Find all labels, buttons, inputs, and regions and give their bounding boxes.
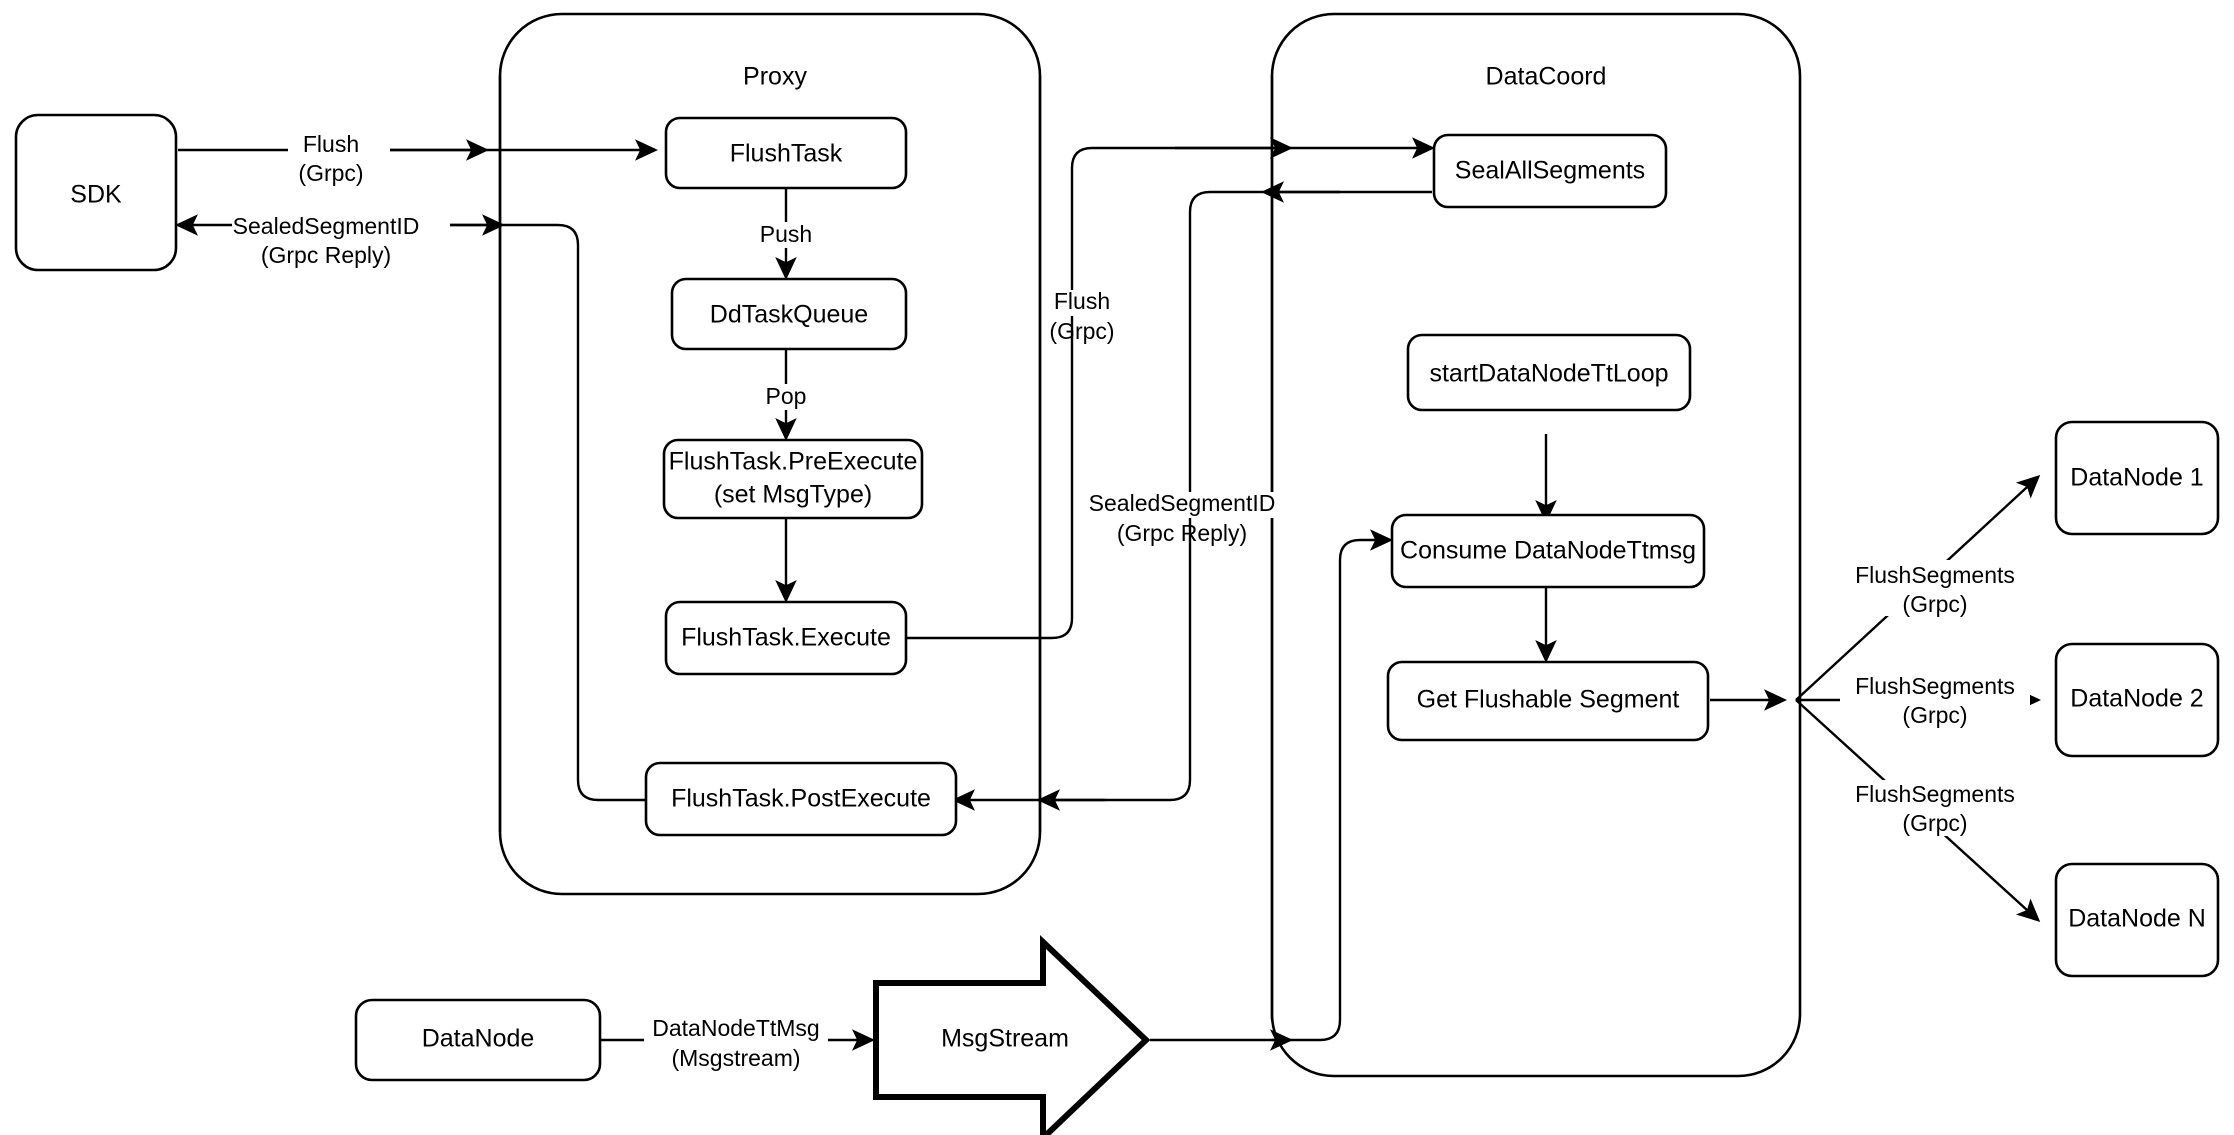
node-ddtaskqueue-label: DdTaskQueue [710, 301, 868, 329]
edge-label-flushsegments-1-line1: FlushSegments [1855, 562, 2015, 588]
node-ttloop-label: startDataNodeTtLoop [1429, 360, 1668, 388]
node-flushtask[interactable] [664, 116, 908, 190]
node-flushtask-label: FlushTask [730, 140, 843, 168]
node-flushtask-execute[interactable] [664, 600, 908, 676]
node-datanode-n-label: DataNode N [2068, 905, 2206, 933]
label-bg-pop [756, 384, 818, 410]
node-sealallsegments-label: SealAllSegments [1455, 157, 1645, 185]
edge-label-proxy-to-sdk-line1: SealedSegmentID [233, 213, 420, 239]
label-bg-flush-grpc [288, 127, 390, 153]
edge-label-flushsegments-n-line2: (Grpc) [1902, 810, 1967, 836]
edge-label-coord-to-proxy-line1: SealedSegmentID [1089, 490, 1276, 516]
label-bg-flushsegments-1 [1840, 560, 2030, 616]
label-bg-datanode-ttmsg [644, 1026, 828, 1052]
node-execute-label: FlushTask.Execute [681, 624, 891, 652]
node-sealallsegments[interactable] [1432, 133, 1668, 209]
node-flushtask-postexecute[interactable] [644, 761, 958, 837]
edge-label-proxy-to-coord-line1: Flush [1054, 288, 1110, 314]
node-datanode-2-label: DataNode 2 [2070, 685, 2203, 713]
edge-label-sdk-to-proxy-line2: (Grpc) [298, 160, 363, 186]
label-bg-sealed-sdk [232, 214, 450, 238]
label-bg-flushsegments-n [1840, 780, 2030, 836]
node-datanode-n[interactable] [2054, 862, 2220, 978]
node-consume-datanode-ttmsg[interactable] [1390, 513, 1706, 589]
edge-label-proxy-to-sdk-line2: (Grpc Reply) [261, 242, 391, 268]
node-preexecute-label-line1: FlushTask.PreExecute [669, 448, 918, 476]
label-bg-flushsegments-2 [1840, 672, 2030, 728]
edge-label-flushsegments-2-line1: FlushSegments [1855, 673, 2015, 699]
node-sdk[interactable] [14, 113, 178, 272]
label-bg-flush-coord [1042, 290, 1126, 316]
edge-label-flushsegments-n-line1: FlushSegments [1855, 781, 2015, 807]
edge-label-flushsegments-2-line2: (Grpc) [1902, 702, 1967, 728]
edge-label-flushsegments-1-line2: (Grpc) [1902, 591, 1967, 617]
node-datanode-source[interactable] [354, 998, 602, 1082]
node-datanode-1[interactable] [2054, 420, 2220, 536]
edge-label-push: Push [760, 221, 812, 247]
node-msgstream[interactable] [873, 935, 1151, 1135]
node-datanode-2[interactable] [2054, 642, 2220, 758]
edge-execute-to-datacoord [906, 137, 1435, 640]
node-flushtask-preexecute[interactable] [662, 438, 924, 520]
node-postexecute-label: FlushTask.PostExecute [671, 785, 931, 813]
edge-postexecute-to-sdk [175, 214, 645, 802]
container-datacoord-label: DataCoord [1486, 63, 1607, 91]
edge-label-proxy-to-coord-line2: (Grpc) [1049, 318, 1114, 344]
node-datanode-source-label: DataNode [422, 1025, 535, 1053]
node-get-flushable-segment[interactable] [1386, 660, 1710, 742]
node-sdk-label: SDK [70, 181, 122, 209]
node-getflushable-label: Get Flushable Segment [1417, 686, 1680, 714]
label-bg-push [752, 222, 820, 248]
edge-label-datanode-ttmsg-line2: (Msgstream) [671, 1045, 800, 1071]
node-ddtaskqueue[interactable] [670, 277, 908, 351]
node-preexecute-label-line2: (set MsgType) [714, 481, 872, 509]
container-proxy-label: Proxy [743, 63, 807, 91]
edge-label-pop: Pop [766, 383, 807, 409]
edge-label-datanode-ttmsg-line1: DataNodeTtMsg [652, 1015, 819, 1041]
edge-label-sdk-to-proxy-line1: Flush [303, 131, 359, 157]
node-msgstream-label: MsgStream [941, 1025, 1069, 1053]
node-datanode-1-label: DataNode 1 [2070, 464, 2203, 492]
node-start-datanode-ttloop[interactable] [1406, 333, 1692, 412]
label-bg-sealed-coord [1094, 492, 1286, 518]
edge-label-coord-to-proxy-line2: (Grpc Reply) [1117, 520, 1247, 546]
edge-msgstream-to-consume [1272, 529, 1393, 1042]
node-consume-label: Consume DataNodeTtmsg [1400, 537, 1696, 565]
